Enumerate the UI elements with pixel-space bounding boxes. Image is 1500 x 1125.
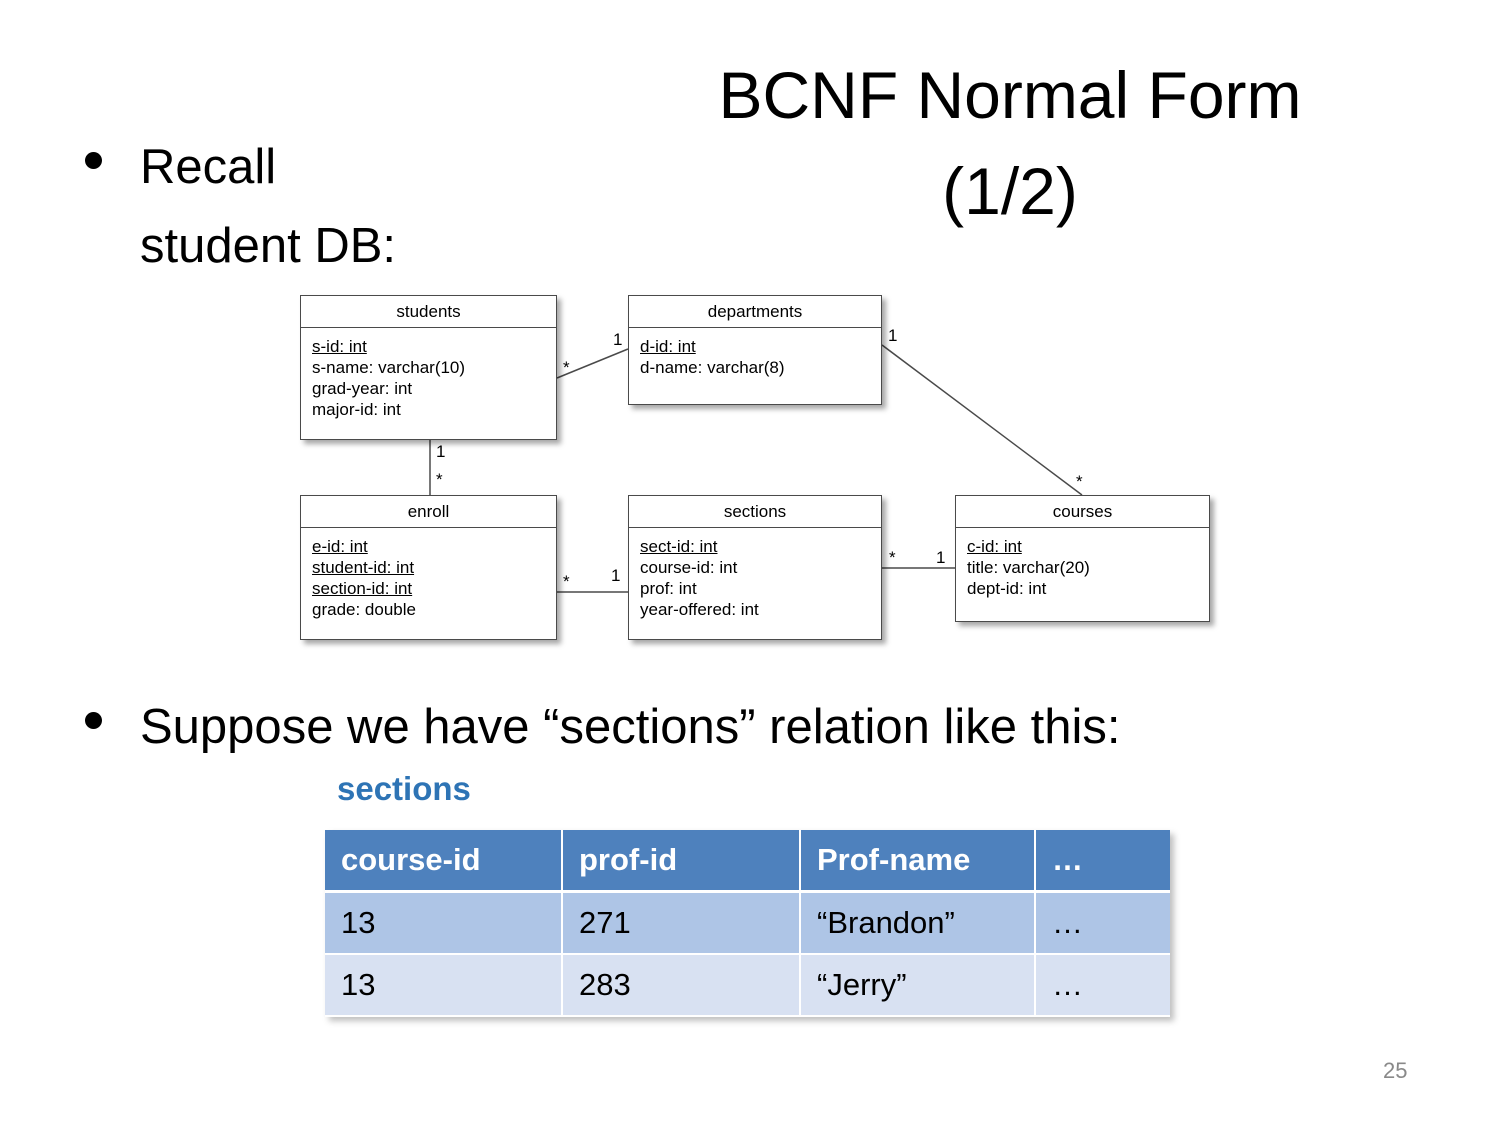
column-header-prof-id: prof-id	[562, 830, 801, 893]
multiplicity-label: 1	[611, 566, 621, 585]
entity-sections: sections sect-id: int course-id: int pro…	[628, 495, 882, 640]
entity-attribute: grad-year: int	[312, 379, 413, 398]
bullet-suppose-sections: Suppose we have “sections” relation like…	[85, 688, 1121, 767]
entity-courses-attributes: c-id: int title: varchar(20) dept-id: in…	[956, 528, 1209, 607]
cell-course-id: 13	[325, 954, 563, 1017]
bullet-recall-student-db: Recall student DB:	[85, 128, 396, 287]
multiplicity-label: 1	[888, 326, 898, 345]
entity-sections-attributes: sect-id: int course-id: int prof: int ye…	[629, 528, 881, 628]
bullet-line: Suppose we have “sections” relation like…	[140, 700, 1121, 754]
entity-students-attributes: s-id: int s-name: varchar(10) grad-year:…	[301, 328, 556, 428]
multiplicity-label: 1	[613, 330, 623, 349]
entity-attribute: grade: double	[312, 600, 416, 619]
multiplicity-label: *	[436, 470, 443, 489]
multiplicity-label: 1	[436, 442, 446, 461]
sections-table-header: course-id prof-id Prof-name …	[325, 830, 1170, 893]
table-row: 13 283 “Jerry” …	[325, 954, 1170, 1017]
entity-enroll-attributes: e-id: int student-id: int section-id: in…	[301, 528, 556, 628]
multiplicity-label: *	[889, 548, 896, 567]
entity-departments: departments d-id: int d-name: varchar(8)	[628, 295, 882, 405]
entity-sections-title: sections	[629, 496, 881, 528]
entity-attribute: s-id: int	[312, 337, 367, 356]
page-number: 25	[1383, 1058, 1408, 1083]
column-header-ellipsis: …	[1035, 830, 1170, 893]
entity-attribute: student-id: int	[312, 558, 415, 577]
entity-departments-attributes: d-id: int d-name: varchar(8)	[629, 328, 881, 386]
sections-table: course-id prof-id Prof-name … 13 271 “Br…	[325, 830, 1170, 1017]
bullet-icon	[85, 712, 102, 729]
multiplicity-label: *	[1076, 472, 1083, 491]
entity-attribute: dept-id: int	[967, 579, 1047, 598]
entity-attribute: s-name: varchar(10)	[312, 358, 466, 377]
link-departments-courses	[881, 344, 1083, 496]
entity-attribute: year-offered: int	[640, 600, 759, 619]
entity-attribute: title: varchar(20)	[967, 558, 1090, 577]
entity-attribute: c-id: int	[967, 537, 1022, 556]
cell-ellipsis: …	[1035, 891, 1170, 955]
column-header-course-id: course-id	[325, 830, 563, 893]
entity-courses-title: courses	[956, 496, 1209, 528]
multiplicity-label: *	[563, 572, 570, 591]
multiplicity-label: 1	[936, 548, 946, 567]
cell-course-id: 13	[325, 891, 563, 955]
entity-enroll-title: enroll	[301, 496, 556, 528]
entity-attribute: prof: int	[640, 579, 697, 598]
entity-attribute: major-id: int	[312, 400, 401, 419]
bullet-text: Suppose we have “sections” relation like…	[140, 688, 1121, 767]
entity-attribute: e-id: int	[312, 537, 368, 556]
entity-attribute: section-id: int	[312, 579, 413, 598]
table-title-sections: sections	[337, 770, 471, 807]
entity-attribute: d-name: varchar(8)	[640, 358, 785, 377]
slide-title: BCNF Normal Form (1/2)	[520, 48, 1500, 239]
entity-departments-title: departments	[629, 296, 881, 328]
column-header-prof-name: Prof-name	[800, 830, 1036, 893]
cell-prof-id: 283	[562, 954, 801, 1017]
bullet-icon	[85, 152, 102, 169]
sections-table-body: 13 271 “Brandon” … 13 283 “Jerry” …	[325, 891, 1170, 1017]
cell-ellipsis: …	[1035, 954, 1170, 1017]
entity-attribute: course-id: int	[640, 558, 738, 577]
bullet-text: Recall student DB:	[140, 128, 396, 287]
bullet-line: student DB:	[140, 219, 397, 274]
entity-courses: courses c-id: int title: varchar(20) dep…	[955, 495, 1210, 622]
bullet-line: Recall	[140, 140, 277, 194]
multiplicity-label: *	[563, 358, 570, 377]
cell-prof-name: “Brandon”	[800, 891, 1036, 955]
entity-attribute: d-id: int	[640, 337, 696, 356]
slide-title-line-2: (1/2)	[942, 153, 1078, 228]
table-row: 13 271 “Brandon” …	[325, 891, 1170, 955]
cell-prof-id: 271	[562, 891, 801, 955]
entity-students-title: students	[301, 296, 556, 328]
entity-attribute: sect-id: int	[640, 537, 718, 556]
slide-title-line-1: BCNF Normal Form	[718, 58, 1302, 132]
header-row: course-id prof-id Prof-name …	[325, 830, 1170, 893]
entity-enroll: enroll e-id: int student-id: int section…	[300, 495, 557, 640]
cell-prof-name: “Jerry”	[800, 954, 1036, 1017]
entity-students: students s-id: int s-name: varchar(10) g…	[300, 295, 557, 440]
